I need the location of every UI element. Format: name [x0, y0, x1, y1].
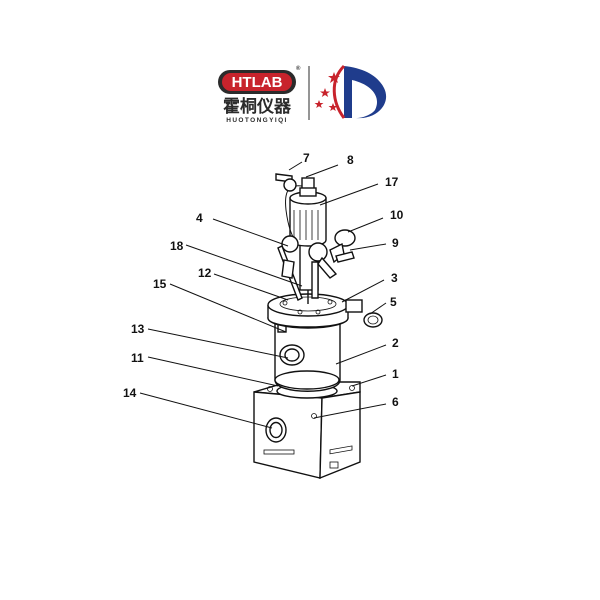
callout-10: 10	[390, 208, 404, 222]
callout-11: 11	[131, 351, 144, 365]
callout-18: 18	[170, 239, 184, 253]
reactor-lid-flange	[267, 293, 383, 329]
heater-base-box	[253, 381, 361, 480]
valve-assembly	[277, 229, 356, 301]
callout-15: 15	[153, 277, 167, 291]
callout-2: 2	[392, 336, 399, 350]
reactor-apparatus-drawing: 7 8 17 4 10 9 18 12 3 15 5 13 2 11 1 14 …	[123, 151, 404, 480]
callout-1: 1	[392, 367, 399, 381]
callout-14: 14	[123, 386, 137, 400]
callout-leader-lines	[139, 161, 387, 429]
registered-mark: ®	[296, 65, 301, 72]
reactor-vessel-body	[274, 314, 341, 392]
brand-chinese: 霍桐仪器	[223, 96, 292, 116]
htlab-logo: HTLAB ® 霍桐仪器 HUOTONGYIQI	[218, 64, 387, 124]
htlab-badge: HTLAB	[218, 70, 296, 94]
callout-7: 7	[303, 151, 310, 165]
callout-5: 5	[390, 295, 397, 309]
callout-12: 12	[198, 266, 212, 280]
callout-6: 6	[392, 395, 399, 409]
callout-9: 9	[392, 236, 399, 250]
brand-pinyin: HUOTONGYIQI	[226, 117, 288, 124]
callout-13: 13	[131, 322, 145, 336]
callout-labels: 7 8 17 4 10 9 18 12 3 15 5 13 2 11 1 14 …	[123, 151, 404, 409]
star-swoosh-emblem	[314, 64, 387, 119]
star-icons	[314, 72, 340, 111]
callout-8: 8	[347, 153, 354, 167]
callout-4: 4	[196, 211, 203, 225]
callout-17: 17	[385, 175, 399, 189]
callout-3: 3	[391, 271, 398, 285]
stirrer-motor	[275, 173, 327, 304]
brand-latin: HTLAB	[232, 74, 283, 91]
